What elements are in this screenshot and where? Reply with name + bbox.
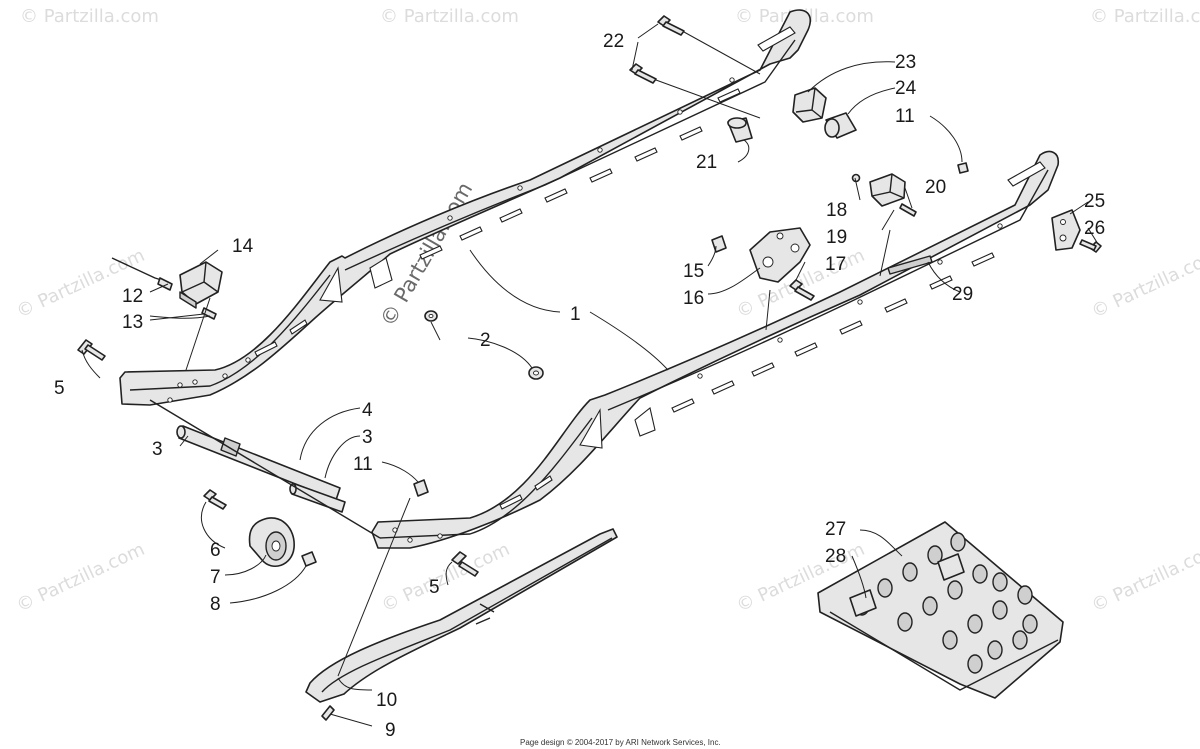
bumper-block-icon <box>792 87 827 123</box>
callout-15: 15 <box>683 261 704 282</box>
callout-18: 18 <box>826 200 847 221</box>
spacer-icon <box>824 112 857 139</box>
callout-13: 13 <box>122 312 143 333</box>
nut-icon <box>711 235 727 253</box>
bracket-icon <box>1051 209 1081 251</box>
callout-28: 28 <box>825 546 846 567</box>
footer-copyright: Page design © 2004-2017 by ARI Network S… <box>520 738 721 747</box>
callout-20: 20 <box>925 177 946 198</box>
callout-9: 9 <box>385 720 396 741</box>
rail-front-slots <box>499 252 995 510</box>
watermark: © Partzilla.com <box>20 6 159 27</box>
track-clip-icon <box>937 553 965 581</box>
bolt-icon <box>321 705 335 721</box>
callout-16: 16 <box>683 288 704 309</box>
callout-19: 19 <box>826 227 847 248</box>
callout-27: 27 <box>825 519 846 540</box>
bolt-icon <box>203 489 227 510</box>
callout-3: 3 <box>152 439 163 460</box>
callout-5: 5 <box>429 577 440 598</box>
callout-11: 11 <box>895 106 915 127</box>
callout-7: 7 <box>210 567 221 588</box>
watermark: © Partzilla.com <box>13 539 148 617</box>
callout-4: 4 <box>362 400 373 421</box>
bolt-icon <box>629 63 657 84</box>
bolt-icon <box>1079 239 1102 253</box>
bolt-icon <box>789 279 815 301</box>
callout-8: 8 <box>210 594 221 615</box>
callout-3: 3 <box>362 427 373 448</box>
watermark-layer: © Partzilla.com © Partzilla.com © Partzi… <box>13 6 1200 617</box>
callout-14: 14 <box>232 236 254 257</box>
screw-icon <box>899 203 917 217</box>
callout-11: 11 <box>353 454 373 475</box>
spacer-icon <box>727 117 753 143</box>
track-icon <box>817 521 1064 699</box>
track-clip-icon <box>849 589 877 617</box>
rail-front <box>371 150 1060 549</box>
callout-6: 6 <box>210 540 221 561</box>
callout-labels: 22 23 24 11 21 20 18 19 25 26 14 12 13 1… <box>54 31 1105 741</box>
sensor-icon <box>111 257 223 320</box>
watermark: © Partzilla.com <box>13 245 148 323</box>
callout-23: 23 <box>895 52 916 73</box>
callout-25: 25 <box>1084 191 1105 212</box>
callout-1: 1 <box>570 304 581 325</box>
idler-wheel-icon <box>248 517 295 568</box>
callout-2: 2 <box>480 330 491 351</box>
callout-10: 10 <box>376 690 397 711</box>
bolt-icon <box>77 339 106 361</box>
shaft-axis-line <box>149 399 381 539</box>
watermark: © Partzilla.com <box>1090 6 1200 27</box>
callout-21: 21 <box>696 152 717 173</box>
watermark: © Partzilla.com <box>1088 539 1200 617</box>
watermark: © Partzilla.com <box>1088 245 1200 323</box>
nut-icon <box>413 479 429 497</box>
watermark: © Partzilla.com <box>380 6 519 27</box>
callout-29: 29 <box>952 284 973 305</box>
rail-rear-slots <box>254 88 741 357</box>
track-lugs <box>854 532 1038 674</box>
rail-rear <box>119 9 812 406</box>
stopper-block-icon <box>869 173 906 207</box>
nut-icon <box>301 551 317 567</box>
callout-22: 22 <box>603 31 624 52</box>
leader-lines <box>81 23 1099 727</box>
cross-shaft-front <box>176 425 341 501</box>
bracket-icon <box>749 227 811 283</box>
nut-icon <box>957 162 969 174</box>
callout-12: 12 <box>122 286 143 307</box>
callout-5: 5 <box>54 378 65 399</box>
bolt-icon <box>451 551 479 577</box>
callout-26: 26 <box>1084 218 1105 239</box>
callout-17: 17 <box>825 254 846 275</box>
callout-24: 24 <box>895 78 917 99</box>
bolt-icon <box>657 15 685 36</box>
